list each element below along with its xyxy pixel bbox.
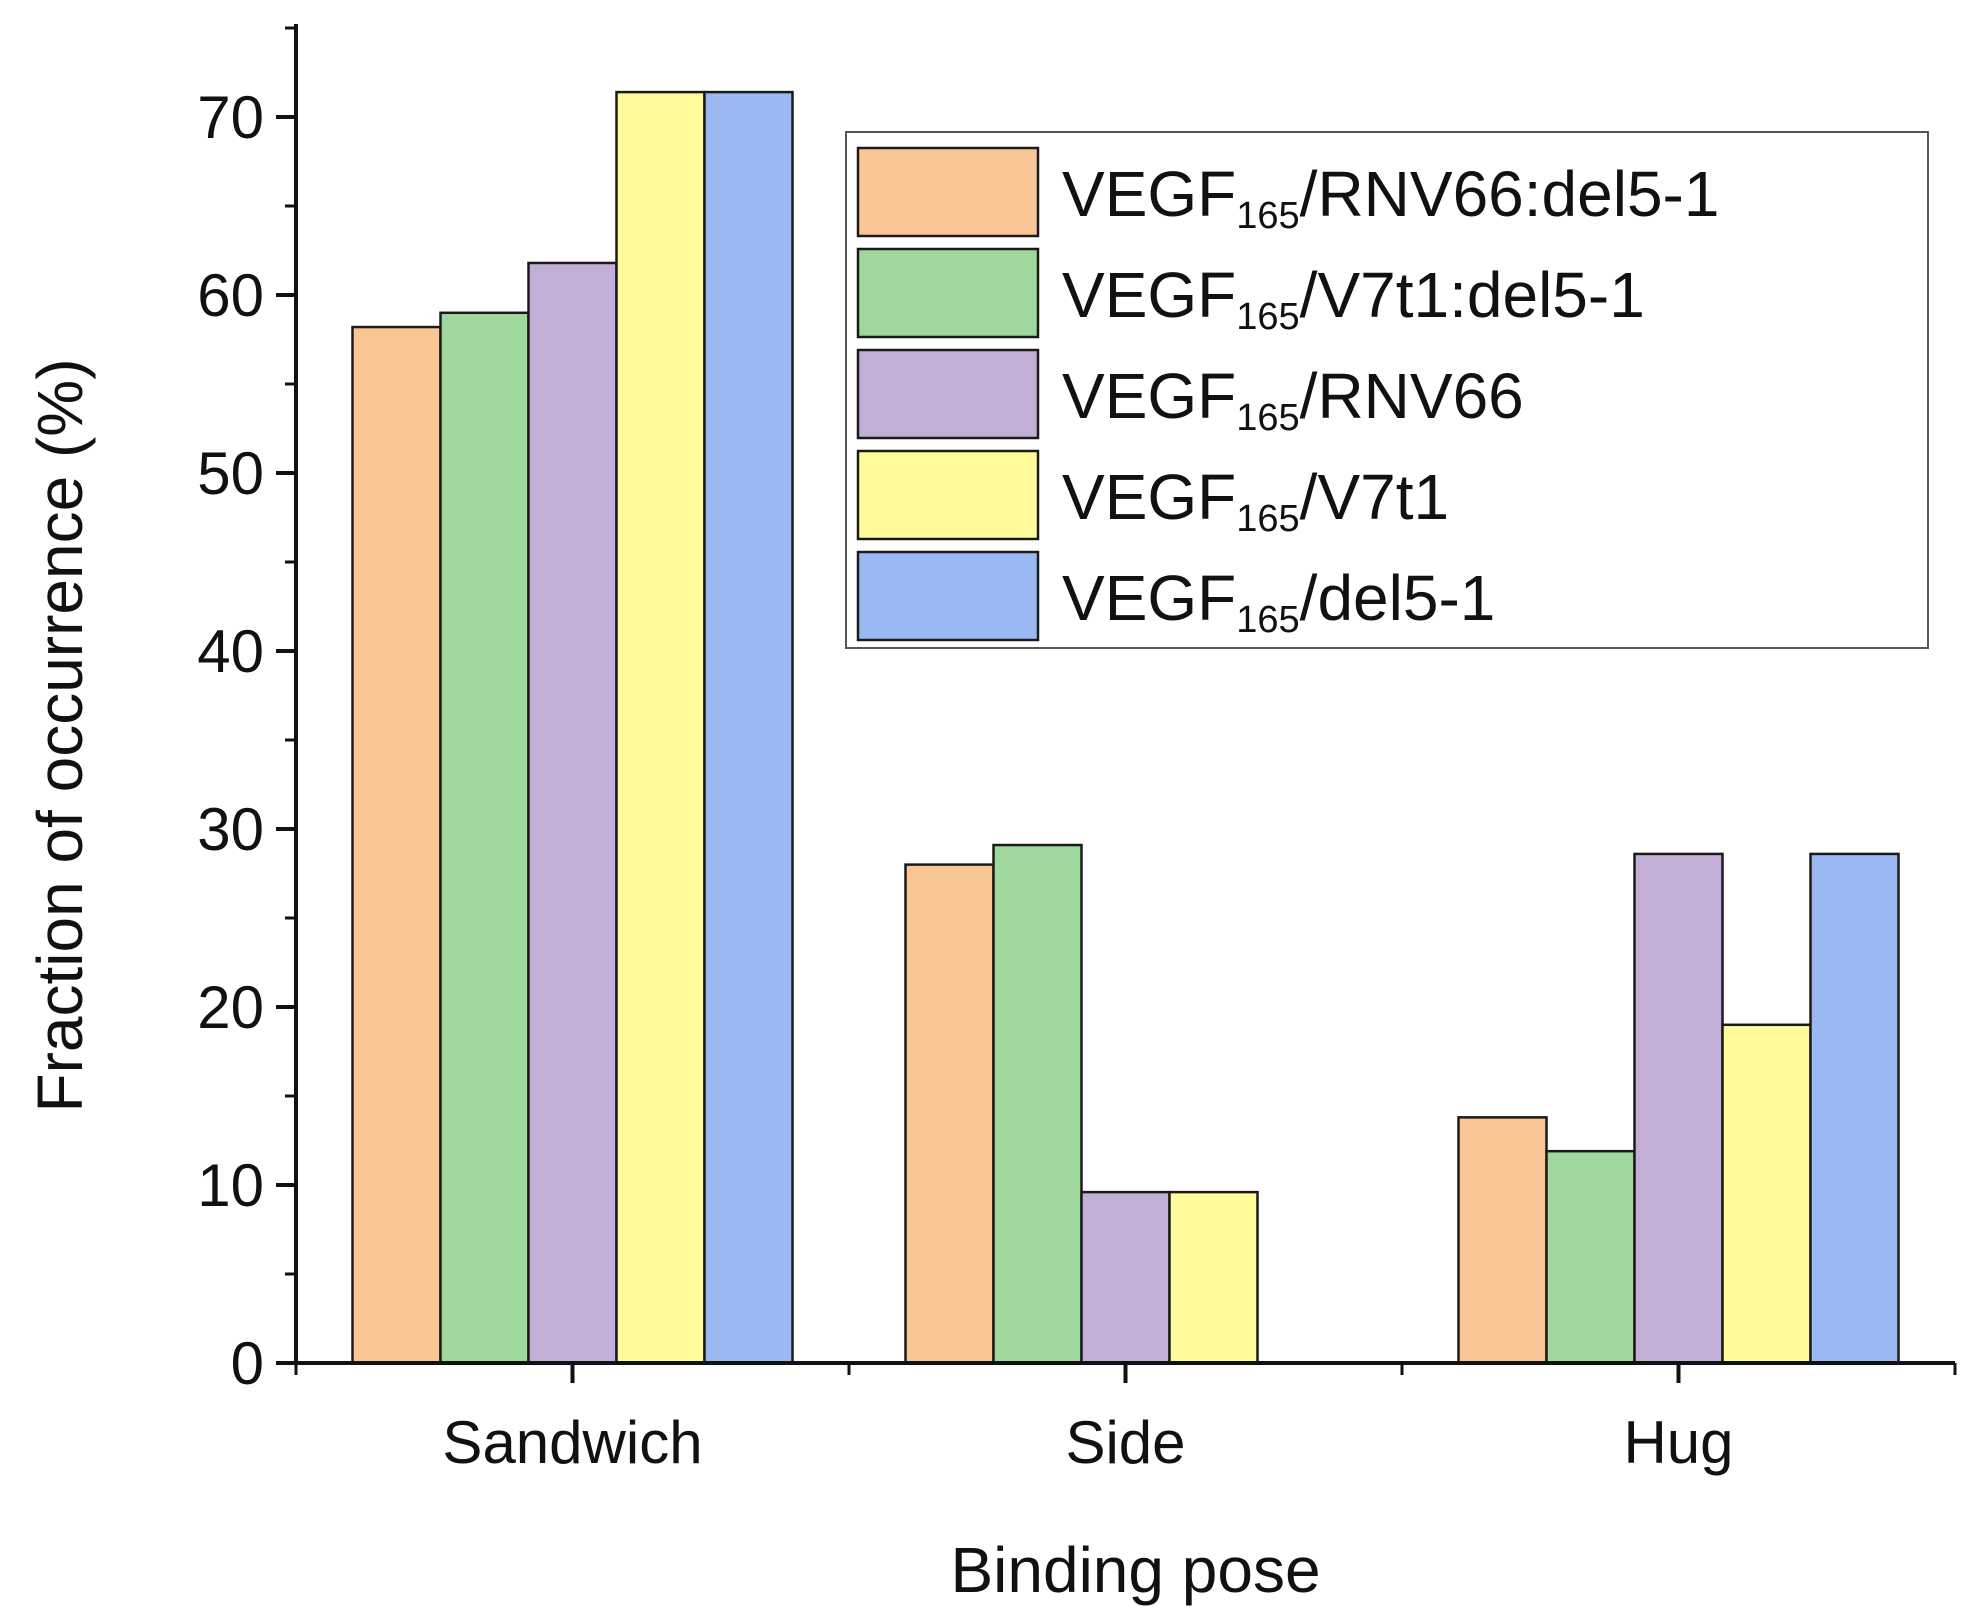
bar-hug-series-3 [1633, 852, 1724, 1365]
x-tick-label: Side [1065, 1409, 1185, 1476]
legend-swatch-1 [856, 146, 1040, 238]
legend-swatch-4 [856, 449, 1040, 541]
bars-group [351, 90, 1900, 1365]
y-tick-label: 0 [231, 1330, 264, 1397]
y-tick-label: 30 [197, 796, 264, 863]
y-tick-label: 40 [197, 618, 264, 685]
bar-sandwich-series-1 [351, 325, 442, 1365]
bar-hug-series-2 [1545, 1149, 1636, 1365]
bar-hug-series-5 [1809, 852, 1900, 1365]
y-tick-label: 70 [197, 84, 264, 151]
y-tick-label: 60 [197, 262, 264, 329]
bar-sandwich-series-2 [439, 311, 530, 1365]
x-tick-label: Hug [1623, 1409, 1733, 1476]
legend-label-4: VEGF165/V7t1 [1062, 461, 1449, 540]
y-tick-label: 50 [197, 440, 264, 507]
legend: VEGF165/RNV66:del5-1VEGF165/V7t1:del5-1V… [845, 131, 1929, 649]
legend-swatch-2 [856, 247, 1040, 339]
legend-label-3: VEGF165/RNV66 [1062, 360, 1524, 439]
legend-swatch-5 [856, 550, 1040, 642]
y-tick-label: 10 [197, 1152, 264, 1219]
bar-side-series-1 [904, 863, 995, 1365]
legend-label-5: VEGF165/del5-1 [1062, 562, 1495, 641]
y-tick-label: 20 [197, 974, 264, 1041]
x-tick-label: Sandwich [442, 1409, 702, 1476]
y-axis-title: Fraction of occurrence (%) [24, 358, 96, 1112]
bar-side-series-4 [1168, 1190, 1259, 1365]
legend-label-2: VEGF165/V7t1:del5-1 [1062, 259, 1645, 338]
bar-hug-series-1 [1457, 1116, 1548, 1365]
bar-sandwich-series-5 [703, 90, 794, 1365]
bar-side-series-3 [1080, 1190, 1171, 1365]
bar-sandwich-series-4 [615, 90, 706, 1365]
bar-side-series-2 [992, 843, 1083, 1365]
legend-swatch-3 [856, 348, 1040, 440]
x-axis-title: Binding pose [950, 1534, 1320, 1606]
legend-label-1: VEGF165/RNV66:del5-1 [1062, 158, 1719, 237]
bar-sandwich-series-3 [527, 261, 618, 1365]
bar-hug-series-4 [1721, 1023, 1812, 1365]
